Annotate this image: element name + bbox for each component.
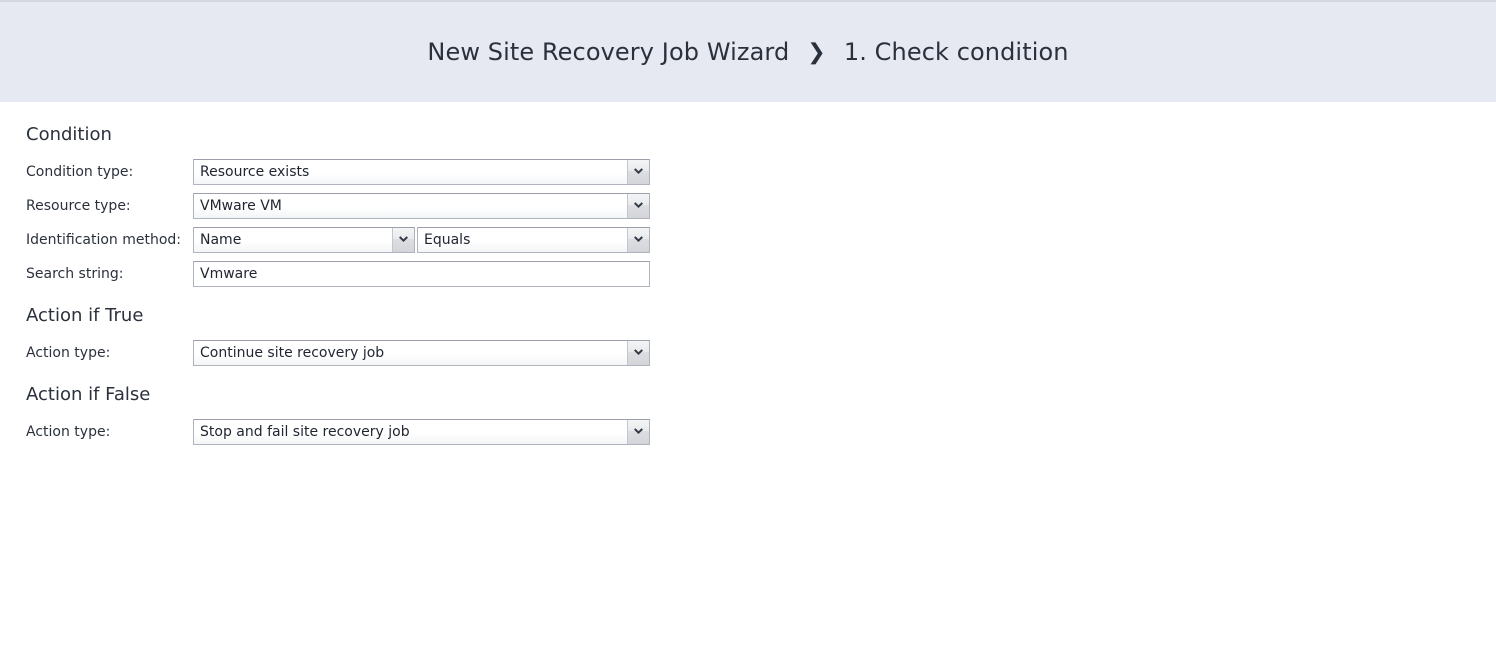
breadcrumb-wizard-title: New Site Recovery Job Wizard [427,38,790,66]
section-action-if-true-title: Action if True [26,305,144,326]
field-wrap-resource-type: VMware VM [193,193,650,219]
field-wrap-search-string: Vmware [193,261,650,287]
section-action-if-false-title: Action if False [26,384,151,405]
resource-type-select-value: VMware VM [194,194,627,218]
row-condition-type: Condition type: Resource exists [0,155,720,189]
breadcrumb: New Site Recovery Job Wizard ❯ 1. Check … [427,38,1068,66]
field-wrap-identification-method: Name Equals [193,227,650,253]
wizard-header: New Site Recovery Job Wizard ❯ 1. Check … [0,0,1496,102]
section-condition: Condition Condition type: Resource exist… [0,124,720,291]
breadcrumb-step-label: 1. Check condition [843,38,1069,66]
chevron-down-icon[interactable] [627,160,649,184]
row-action-type-true: Action type: Continue site recovery job [0,336,720,370]
section-action-if-true: Action if True Action type: Continue sit… [0,305,720,370]
chevron-down-icon[interactable] [627,420,649,444]
condition-type-select[interactable]: Resource exists [193,159,650,185]
action-type-true-select-value: Continue site recovery job [194,341,627,365]
identification-operator-select[interactable]: Equals [417,227,650,253]
row-identification-method: Identification method: Name Equals [0,223,720,257]
action-type-false-select[interactable]: Stop and fail site recovery job [193,419,650,445]
field-wrap-action-type-false: Stop and fail site recovery job [193,419,650,445]
chevron-down-icon[interactable] [627,194,649,218]
section-action-if-false: Action if False Action type: Stop and fa… [0,384,720,449]
field-wrap-condition-type: Resource exists [193,159,650,185]
label-action-type-false: Action type: [26,424,111,440]
label-identification-method: Identification method: [26,232,182,248]
row-resource-type: Resource type: VMware VM [0,189,720,223]
label-search-string: Search string: [26,266,124,282]
label-resource-type: Resource type: [26,198,131,214]
identification-field-select[interactable]: Name [193,227,415,253]
action-type-true-select[interactable]: Continue site recovery job [193,340,650,366]
label-condition-type: Condition type: [26,164,134,180]
chevron-down-icon[interactable] [627,341,649,365]
chevron-right-icon: ❯ [807,40,826,65]
chevron-down-icon[interactable] [627,228,649,252]
row-action-type-false: Action type: Stop and fail site recovery… [0,415,720,449]
field-wrap-action-type-true: Continue site recovery job [193,340,650,366]
identification-operator-select-value: Equals [418,228,627,252]
label-action-type-true: Action type: [26,345,111,361]
condition-type-select-value: Resource exists [194,160,627,184]
resource-type-select[interactable]: VMware VM [193,193,650,219]
chevron-down-icon[interactable] [392,228,414,252]
identification-field-select-value: Name [194,228,392,252]
section-condition-title: Condition [26,124,112,145]
row-search-string: Search string: Vmware [0,257,720,291]
search-string-input[interactable]: Vmware [193,261,650,287]
action-type-false-select-value: Stop and fail site recovery job [194,420,627,444]
wizard-form-body: Condition Condition type: Resource exist… [0,102,1496,670]
